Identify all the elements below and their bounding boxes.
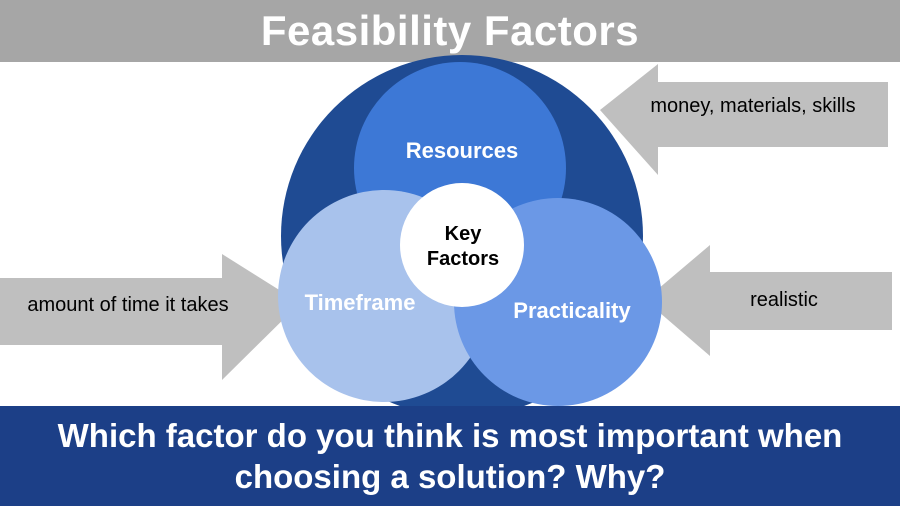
practicality-label: Practicality (513, 298, 631, 323)
center-label-line1: Key (445, 223, 483, 245)
resources-label: Resources (406, 138, 519, 163)
question-text: Which factor do you think is most import… (57, 417, 843, 495)
timeframe-note: amount of time it takes (27, 294, 228, 316)
resources-note: money, materials, skills (650, 95, 855, 117)
arrow-resources (600, 64, 888, 175)
center-label-line2: Factors (427, 248, 499, 270)
arrow-timeframe (0, 254, 300, 380)
practicality-note: realistic (750, 289, 818, 311)
page-title: Feasibility Factors (260, 7, 640, 54)
timeframe-label: Timeframe (305, 290, 416, 315)
question-bar: Which factor do you think is most import… (0, 406, 900, 506)
title-bar: Feasibility Factors (0, 0, 900, 62)
center-circle (400, 183, 524, 307)
arrow-practicality (645, 245, 892, 356)
